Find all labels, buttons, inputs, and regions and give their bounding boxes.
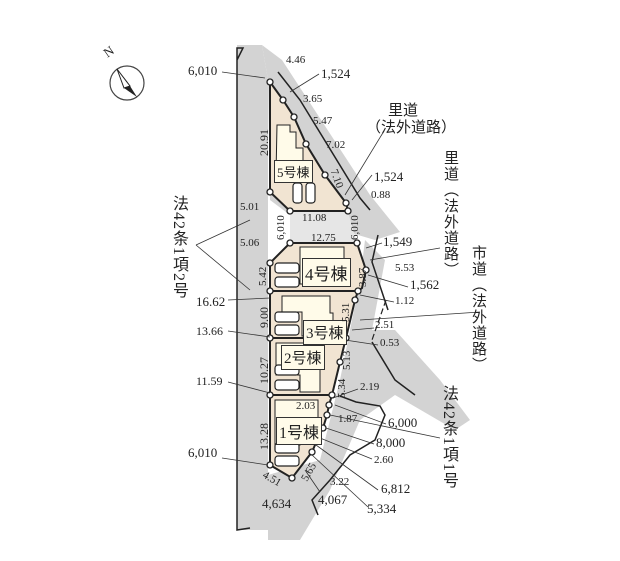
dim-label: 2.60: [374, 454, 394, 466]
dim-label: 11.08: [302, 212, 327, 224]
dim-label: 9.00: [257, 307, 271, 328]
dim-label: 5.47: [313, 115, 333, 127]
dim-label: 13.28: [257, 423, 271, 450]
dim-label: 7.02: [326, 139, 346, 151]
dim-label: 1,524: [321, 66, 351, 81]
dim-label: 11.59: [196, 374, 223, 388]
lot-2-label: 2号棟: [281, 345, 325, 370]
road-label-satomichi-top-sub: （法外道路）: [366, 120, 457, 136]
dim-label: 5,334: [367, 501, 397, 516]
lot-3-label: 3号棟: [303, 320, 347, 345]
dim-label: 3.65: [303, 93, 323, 105]
dim-label: 20.91: [257, 129, 271, 156]
dim-label: 5.06: [240, 237, 260, 249]
dim-label: 5.42: [257, 266, 269, 286]
dim-label: 2.19: [360, 381, 380, 393]
dim-label: 6,010: [188, 63, 218, 78]
car-icon: [274, 379, 300, 391]
dim-label: 4.46: [286, 54, 306, 66]
car-icon: [274, 276, 300, 288]
dim-label: 3.22: [330, 476, 350, 488]
dim-label: 4,634: [262, 496, 292, 511]
road-area-right: [268, 240, 470, 540]
road-edge: [236, 47, 251, 531]
dim-label: 0.88: [371, 189, 391, 201]
dim-label: 5.53: [395, 262, 415, 274]
road-label-law-left: 法42条1項2号: [170, 195, 187, 299]
road-label-shidou: 市道（法外道路）: [470, 245, 486, 373]
dim-label: 0.53: [380, 337, 400, 349]
dim-label: 5.34: [336, 378, 348, 398]
dim-label: 6,010: [275, 215, 287, 240]
dim-label: 6,010: [188, 445, 218, 460]
road-edge-shidou: [371, 299, 387, 341]
dim-label: 5.13: [341, 350, 353, 370]
dim-label: 3.87: [357, 267, 369, 287]
car-icon: [292, 182, 303, 204]
dim-label: 8,000: [376, 435, 406, 450]
dim-label: 13.66: [196, 324, 223, 338]
lot-1-label: 1号棟: [276, 417, 323, 445]
dim-label: 12.75: [311, 232, 336, 244]
dim-label: 5.01: [240, 201, 260, 213]
road-strip-middle: [290, 212, 357, 243]
car-icon: [274, 311, 300, 323]
dim-label: 4,067: [318, 492, 348, 507]
dim-label: 5.31: [340, 302, 352, 322]
lot-5-label: 5号棟: [274, 160, 313, 183]
dim-label: 2.51: [375, 319, 395, 331]
road-edge-lower: [371, 341, 416, 396]
car-icon: [274, 262, 300, 274]
road-edge-right2: [371, 234, 389, 311]
dim-label: 10.27: [257, 357, 271, 384]
dim-label: 6,812: [381, 481, 411, 496]
car-icon: [274, 455, 300, 467]
dim-label: 1,524: [374, 169, 404, 184]
road-label-satomichi-top: 里道: [388, 103, 419, 119]
dim-label: 6,010: [349, 215, 361, 240]
cul-de-sac-edge: [311, 395, 386, 516]
dim-label: 1,549: [383, 234, 413, 249]
dim-label: 1.87: [338, 413, 358, 425]
road-edge-right: [277, 71, 371, 211]
road-label-law-right: 法42条1項1号: [440, 385, 457, 489]
road-label-satomichi-right: 里道（法外道路）: [442, 150, 458, 278]
road-area-left: [237, 45, 268, 530]
dim-label: 2.03: [296, 400, 316, 412]
lot-4-label: 4号棟: [302, 258, 351, 287]
dim-label: 6,000: [388, 415, 418, 430]
car-icon: [305, 182, 316, 204]
car-icon: [274, 324, 300, 336]
dim-label: 1.12: [395, 295, 415, 307]
dim-label: 1,562: [410, 277, 440, 292]
dim-label: 16.62: [196, 294, 226, 309]
north-arrow-icon: [109, 65, 145, 101]
